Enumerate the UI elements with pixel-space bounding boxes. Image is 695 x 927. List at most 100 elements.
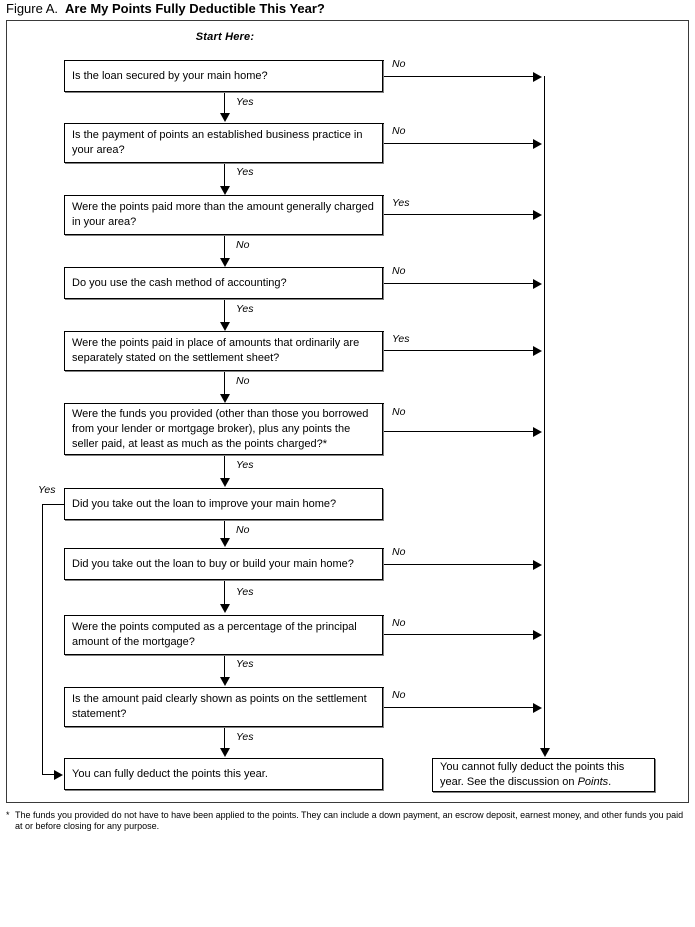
right-trunk-line [544,76,545,748]
node-text: Were the funds you provided (other than … [72,407,369,450]
edge-q8-yes-arrow [220,604,230,613]
edge-q10-yes-line [224,727,225,751]
edge-label-q6-no: No [392,406,406,418]
result-no-line2-lead: year. See the discussion on [440,776,578,788]
edge-q7-yes-line-left [42,504,65,505]
figure-question: Are My Points Fully Deductible This Year… [65,1,325,16]
edge-q5-yes-arrow [533,346,542,356]
decision-node-q6: Were the funds you provided (other than … [64,403,383,455]
node-text: Is the payment of points an established … [72,129,363,156]
edge-q7-no-line [224,520,225,540]
edge-q3-yes-line [383,214,535,215]
edge-q4-no-line [383,283,535,284]
decision-node-q9: Were the points computed as a percentage… [64,615,383,655]
edge-q4-no-stub [383,267,384,284]
edge-label-q5-no: No [236,375,250,387]
edge-q3-yes-arrow [533,210,542,220]
edge-label-q2-no: No [392,125,406,137]
edge-q10-no-arrow [533,703,542,713]
node-text: Is the loan secured by your main home? [72,69,268,82]
edge-label-q9-yes: Yes [236,658,254,670]
decision-node-q2: Is the payment of points an established … [64,123,383,163]
terminal-node-fully-deductible: You can fully deduct the points this yea… [64,758,383,790]
edge-q6-yes-arrow [220,478,230,487]
edge-label-q3-no: No [236,239,250,251]
edge-q4-yes-arrow [220,322,230,331]
edge-label-q4-yes: Yes [236,303,254,315]
diagram-frame [6,20,689,803]
decision-node-q4: Do you use the cash method of accounting… [64,267,383,299]
decision-node-q3: Were the points paid more than the amoun… [64,195,383,235]
edge-q1-yes-arrow [220,113,230,122]
footnote: * The funds you provided do not have to … [6,810,689,832]
edge-q3-yes-stub [383,195,384,215]
edge-label-q2-yes: Yes [236,166,254,178]
edge-q7-no-arrow [220,538,230,547]
edge-q8-no-stub [383,548,384,565]
edge-q5-yes-stub [383,331,384,351]
result-no-line2-end: . [608,776,612,788]
edge-q8-no-line [383,564,535,565]
decision-node-q7: Did you take out the loan to improve you… [64,488,383,520]
edge-q9-yes-line [224,655,225,680]
decision-node-q1: Is the loan secured by your main home? [64,60,383,92]
edge-label-q7-no: No [236,524,250,536]
edge-label-q8-no: No [392,546,406,558]
edge-q1-no-line [383,76,535,77]
footnote-text: The funds you provided do not have to ha… [15,810,684,831]
node-text: You can fully deduct the points this yea… [72,767,268,780]
page-title: Figure A. Are My Points Fully Deductible … [6,1,325,17]
footnote-marker: * [6,810,10,820]
figure-label: Figure A. [6,1,59,16]
edge-q2-no-stub [383,123,384,144]
edge-q1-no-arrow [533,72,542,82]
edge-label-q3-yes: Yes [392,197,410,209]
edge-q9-yes-arrow [220,677,230,686]
edge-q2-no-line [383,143,535,144]
edge-q5-yes-line [383,350,535,351]
edge-q10-no-line [383,707,535,708]
node-text: Were the points paid more than the amoun… [72,201,374,228]
edge-q9-no-line [383,634,535,635]
edge-q5-no-arrow [220,394,230,403]
decision-node-q10: Is the amount paid clearly shown as poin… [64,687,383,727]
node-text: You cannot fully deduct the points this y… [440,760,647,790]
result-no-points-ref: Points [577,776,609,788]
edge-q1-yes-line [224,92,225,115]
edge-q7-yes-line-down [42,504,43,774]
edge-q10-no-stub [383,687,384,708]
edge-q2-yes-arrow [220,186,230,195]
edge-q7-yes-line-into-result [42,774,56,775]
edge-label-q8-yes: Yes [236,586,254,598]
node-text: Were the points computed as a percentage… [72,621,357,648]
edge-label-q7-yes: Yes [38,484,56,496]
edge-q6-no-stub [383,403,384,432]
edge-q6-yes-line [224,455,225,480]
edge-label-q1-no: No [392,58,406,70]
node-text: Were the points paid in place of amounts… [72,337,360,364]
edge-q10-yes-arrow [220,748,230,757]
edge-q2-no-arrow [533,139,542,149]
edge-q8-no-arrow [533,560,542,570]
edge-q4-no-arrow [533,279,542,289]
edge-q9-no-arrow [533,630,542,640]
edge-q8-yes-line [224,580,225,607]
edge-q4-yes-line [224,299,225,326]
edge-q6-no-line [383,431,535,432]
edge-q7-yes-arrow [54,770,63,780]
node-text: Did you take out the loan to buy or buil… [72,557,354,570]
node-text: Is the amount paid clearly shown as poin… [72,693,367,720]
node-text: Do you use the cash method of accounting… [72,276,287,289]
edge-q5-no-line [224,371,225,397]
edge-label-q5-yes: Yes [392,333,410,345]
node-text: Did you take out the loan to improve you… [72,497,337,510]
edge-label-q10-yes: Yes [236,731,254,743]
edge-q6-no-arrow [533,427,542,437]
edge-label-q6-yes: Yes [236,459,254,471]
edge-label-q10-no: No [392,689,406,701]
result-no-line1: You cannot fully deduct the points this [440,761,625,773]
edge-label-q1-yes: Yes [236,96,254,108]
edge-q2-yes-line [224,163,225,190]
edge-q1-no-stub [383,60,384,77]
